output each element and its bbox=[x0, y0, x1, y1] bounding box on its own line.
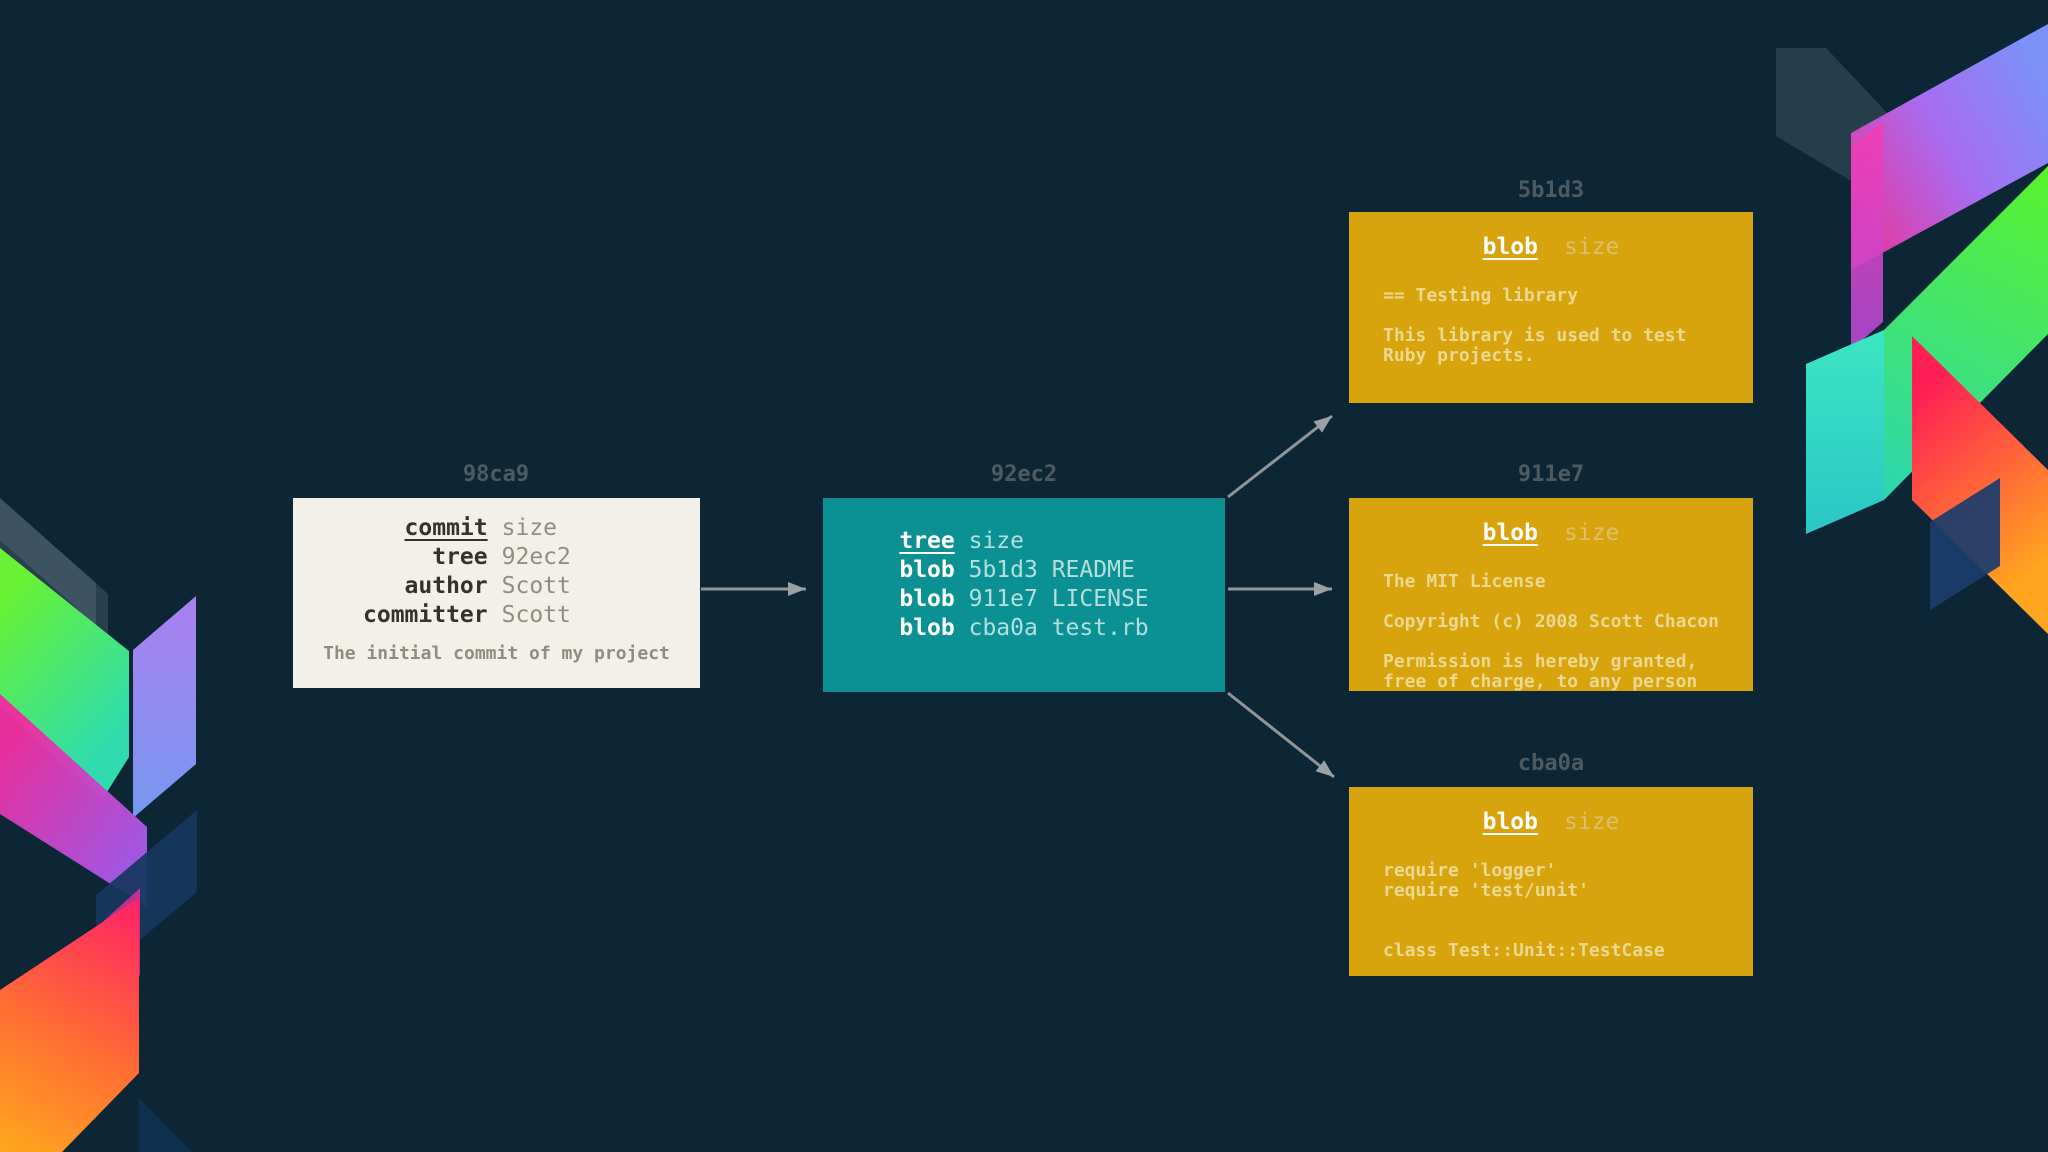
ribbon-group-right bbox=[1776, 24, 2048, 634]
commit-node: commit size tree 92ec2 author Scott comm… bbox=[293, 498, 700, 688]
ribbon-magenta-left bbox=[0, 694, 147, 907]
blob-content: == Testing library This library is used … bbox=[1383, 285, 1687, 366]
ribbon-group-left bbox=[0, 498, 197, 1152]
tree-hash-label: 92ec2 bbox=[990, 462, 1058, 487]
edge-tree-to-blob1 bbox=[1227, 414, 1333, 499]
commit-type-label: commit bbox=[404, 515, 488, 541]
tree-entry-row: blob 911e7 LICENSE bbox=[899, 586, 1149, 612]
commit-committer-label: committer bbox=[363, 602, 488, 628]
ribbon-pink-fold-left bbox=[96, 888, 140, 1015]
tree-size-value: size bbox=[968, 528, 1024, 554]
commit-message: The initial commit of my project bbox=[323, 643, 670, 664]
ribbon-purple-right bbox=[1851, 24, 2048, 270]
ribbon-gray-left bbox=[0, 498, 108, 668]
ribbon-violet-left bbox=[133, 596, 196, 818]
ribbon-orange-left bbox=[0, 898, 139, 1152]
commit-size-value: size bbox=[501, 515, 558, 541]
blob-content: require 'logger' require 'test/unit' cla… bbox=[1383, 860, 1665, 961]
blob3-hash-label: cba0a bbox=[1517, 751, 1585, 776]
ribbon-green-left bbox=[0, 548, 129, 800]
ribbon-teal-fold-right bbox=[1806, 330, 1884, 534]
ribbon-navy-right bbox=[1930, 478, 2000, 610]
commit-hash-label: 98ca9 bbox=[462, 462, 530, 487]
commit-committer-value: Scott bbox=[501, 602, 571, 628]
blob1-hash-label: 5b1d3 bbox=[1517, 178, 1585, 203]
tree-node: tree size blob 5b1d3 README blob 911e7 L… bbox=[823, 498, 1225, 692]
tree-type-label: tree bbox=[899, 528, 955, 554]
ribbon-orange-right bbox=[1912, 336, 2048, 634]
tree-entries: tree size blob 5b1d3 README blob 911e7 L… bbox=[899, 527, 1148, 643]
commit-author-value: Scott bbox=[501, 573, 571, 599]
ribbon-gray-right bbox=[1776, 48, 1890, 204]
commit-tree-label: tree bbox=[432, 544, 488, 570]
blob2-hash-label: 911e7 bbox=[1517, 462, 1585, 487]
ribbon-navy-tip-left bbox=[139, 1098, 192, 1152]
commit-tree-value: 92ec2 bbox=[501, 544, 571, 570]
ribbon-gray-left-2 bbox=[0, 498, 96, 625]
ribbon-navy-left bbox=[96, 810, 197, 977]
tree-entry-row: blob cba0a test.rb bbox=[899, 615, 1149, 641]
commit-author-label: author bbox=[404, 573, 488, 599]
commit-fields: commit size tree 92ec2 author Scott comm… bbox=[363, 514, 571, 630]
tree-entry-row: blob 5b1d3 README bbox=[899, 557, 1135, 583]
blob-content: The MIT License Copyright (c) 2008 Scott… bbox=[1383, 571, 1719, 692]
tree-header-row: tree size bbox=[899, 527, 1148, 556]
ribbon-magenta-fold-right bbox=[1851, 122, 1883, 350]
edge-tree-to-blob3 bbox=[1227, 691, 1335, 779]
ribbon-green-right bbox=[1884, 166, 2048, 500]
